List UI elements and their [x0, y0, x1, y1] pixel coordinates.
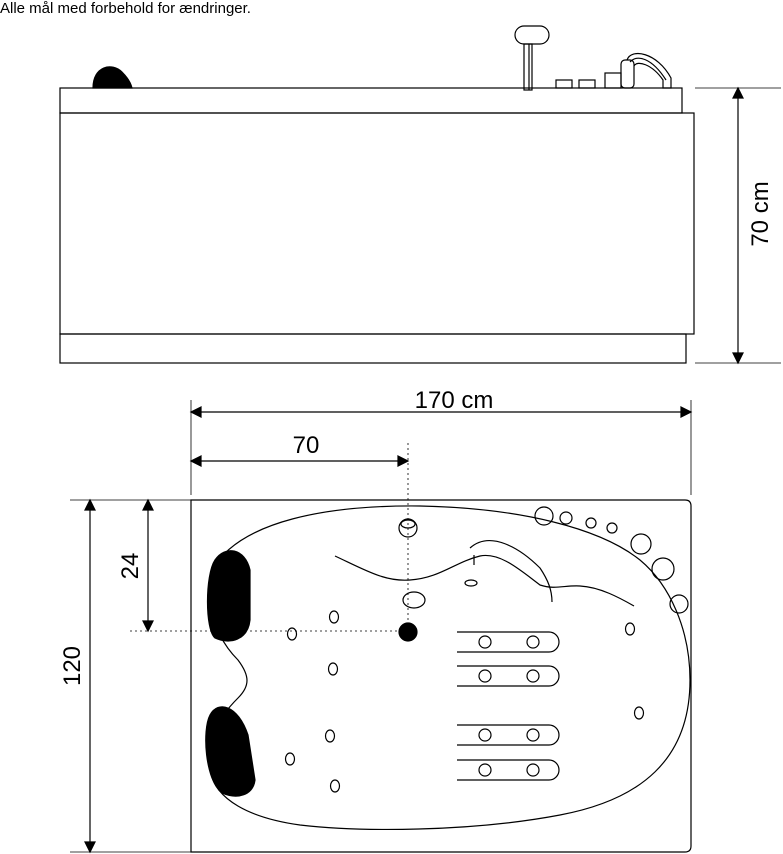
top-view: [70, 400, 693, 854]
drain-offset-label: 70: [293, 432, 320, 459]
length-label: 170 cm: [415, 387, 494, 414]
width-dimension: [70, 498, 191, 854]
small-jet: [464, 579, 478, 587]
seat-contour: [334, 554, 635, 607]
basin-outline: [208, 505, 691, 830]
side-apron: [59, 112, 695, 335]
seat-contour-lower: [469, 540, 553, 603]
air-button-icons: [534, 506, 689, 614]
side-height-label: 70 cm: [747, 181, 774, 246]
width-label: 120: [59, 646, 86, 686]
top-outline: [190, 499, 692, 853]
drain-depth-label: 24: [117, 553, 144, 580]
shower-head-icon: [514, 25, 550, 91]
water-jet-icons: [284, 610, 645, 793]
control-panel-icon: [555, 72, 622, 89]
drain-depth-dimension: [130, 498, 191, 633]
handshower-holder: [402, 591, 426, 609]
side-view: [59, 25, 781, 365]
headrest-lower: [205, 706, 256, 797]
foot-jet-bars: [457, 631, 560, 781]
headrest-upper: [206, 550, 251, 642]
side-rim: [59, 87, 683, 114]
disclaimer-note: Alle mål med forbehold for ændringer.: [0, 0, 251, 17]
side-height-dimension: [695, 86, 781, 365]
side-base: [59, 333, 687, 364]
drain-offset-dimension: [189, 455, 410, 467]
side-headrest: [92, 66, 133, 89]
length-dimension: [189, 400, 693, 495]
drain-icon: [398, 622, 418, 642]
faucet-icon: [620, 52, 672, 89]
